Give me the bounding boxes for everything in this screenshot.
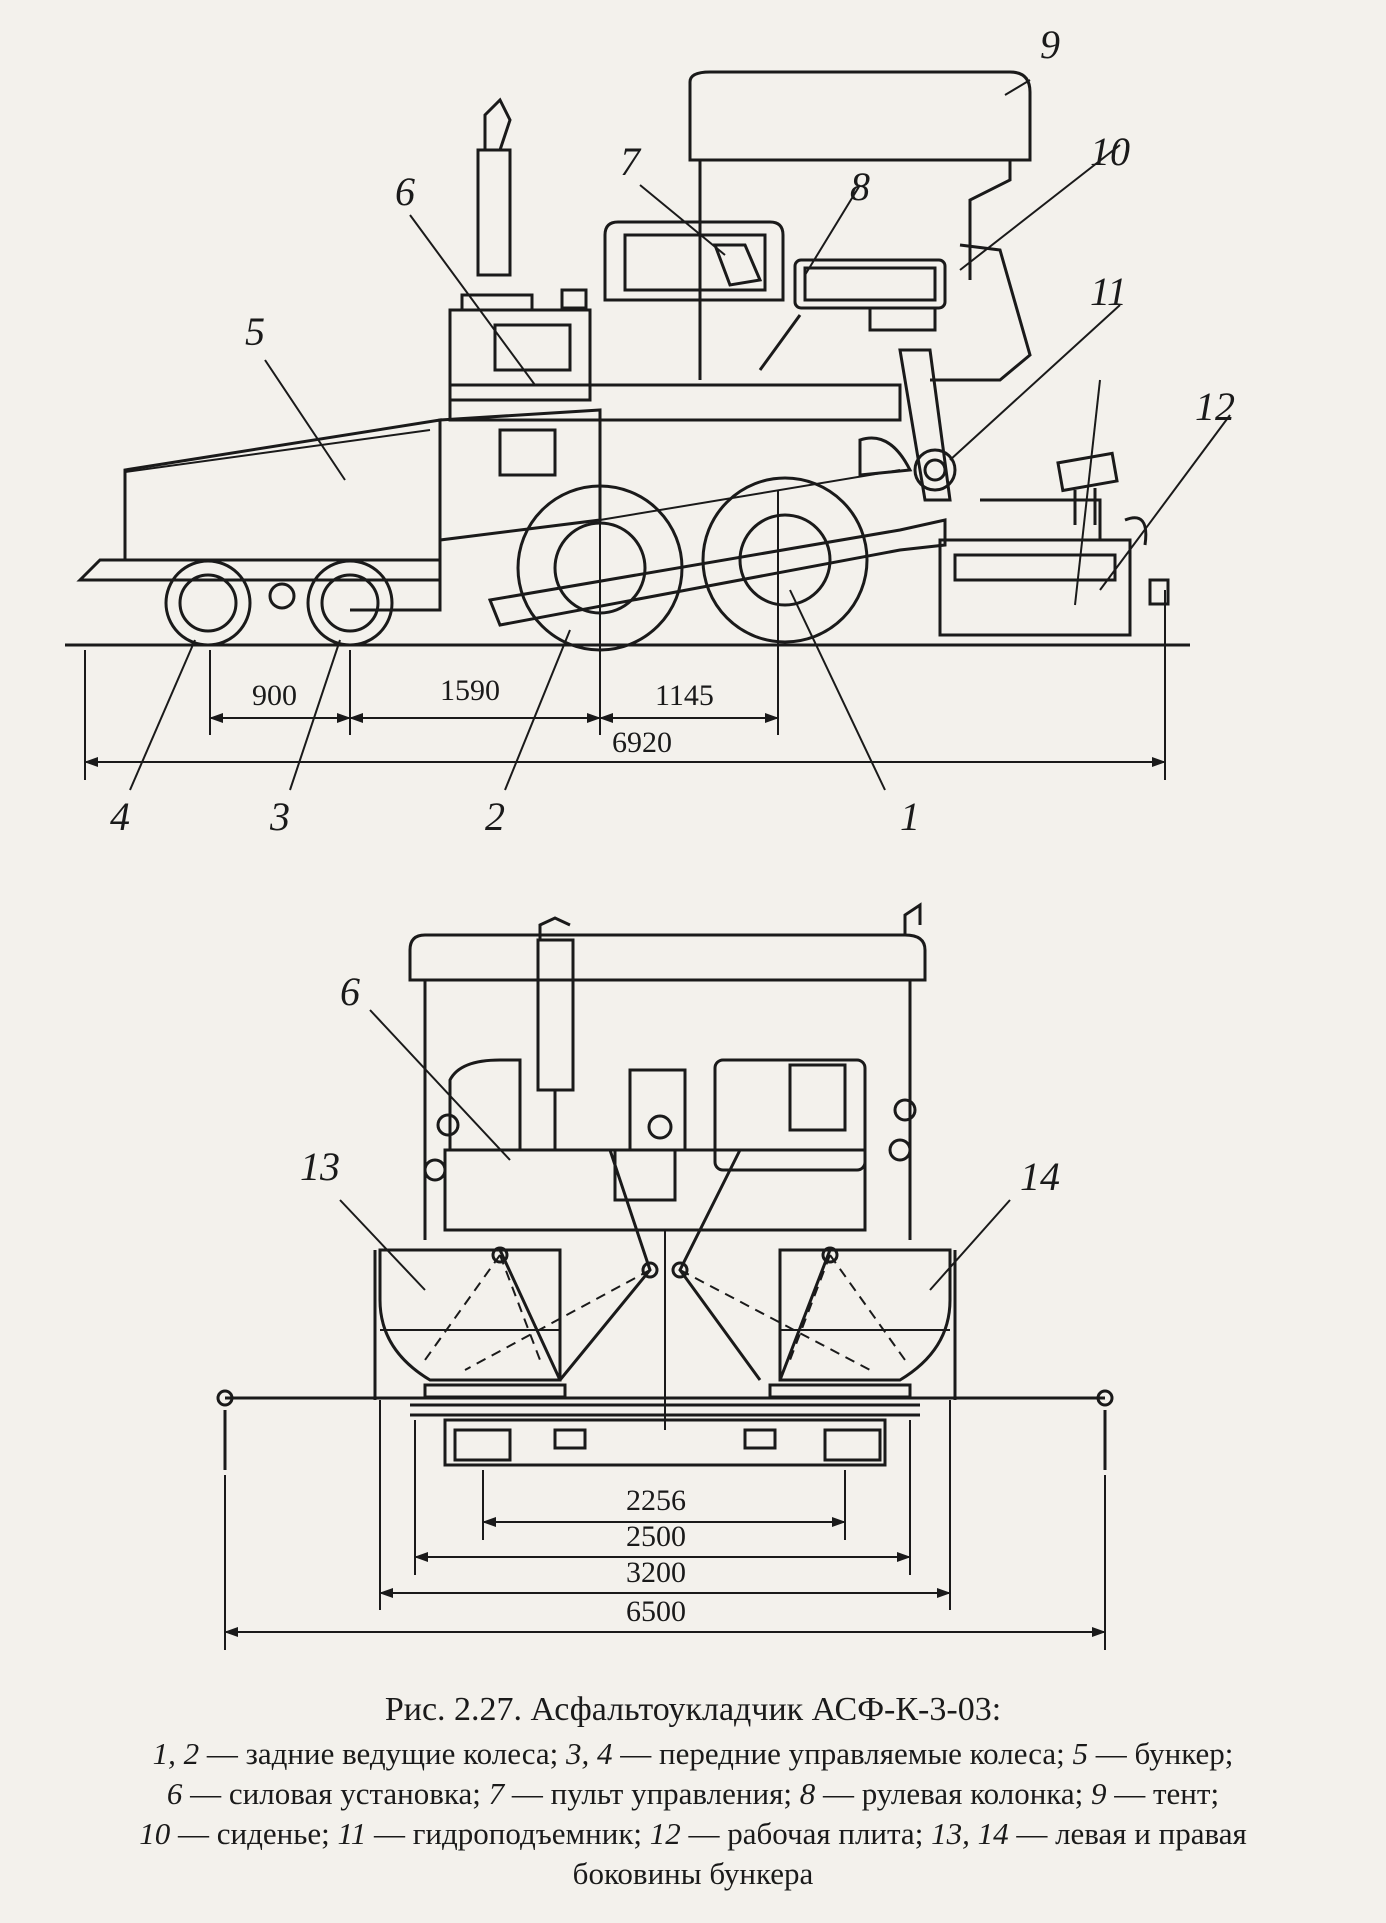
legend-text: — левая и правая xyxy=(1008,1816,1247,1851)
screed-right xyxy=(768,1383,912,1399)
callout-1: 1 xyxy=(900,794,920,839)
hydraulic-lift xyxy=(898,348,952,502)
rear-view xyxy=(216,902,1114,1470)
side-view xyxy=(65,70,1190,652)
callout-2: 2 xyxy=(485,794,505,839)
callout-7: 7 xyxy=(620,139,642,184)
legend-text: — рулевая колонка; xyxy=(815,1776,1091,1811)
callout-4: 4 xyxy=(110,794,130,839)
legend-number: 9 xyxy=(1091,1776,1107,1811)
right-hopper-wing xyxy=(778,1248,952,1382)
callout-rear-6: 6 xyxy=(340,969,360,1014)
dim-1145: 1145 xyxy=(655,679,714,712)
rear-view-leaders xyxy=(339,1009,1011,1291)
dim-1590: 1590 xyxy=(440,674,500,707)
dim-2256: 2256 xyxy=(626,1484,686,1517)
front-wheel-3 xyxy=(306,559,394,647)
rear-view-dimension-labels: 2256 2500 3200 6500 xyxy=(626,1484,686,1628)
legend-text: — тент; xyxy=(1106,1776,1220,1811)
callout-14: 14 xyxy=(1020,1154,1060,1199)
legend-text: — передние управляемые колеса; xyxy=(612,1736,1073,1771)
legend-line: 10 — сиденье; 11 — гидроподъемник; 12 — … xyxy=(0,1814,1386,1854)
left-hopper-wing xyxy=(378,1248,562,1382)
control-panel xyxy=(712,243,763,287)
legend-text: — рабочая плита; xyxy=(680,1816,932,1851)
callout-11: 11 xyxy=(1090,269,1127,314)
legend-number: 13, 14 xyxy=(931,1816,1009,1851)
hopper-body xyxy=(123,418,442,562)
legend-text: — сиденье; xyxy=(170,1816,338,1851)
legend-number: 3, 4 xyxy=(565,1736,613,1771)
legend-number: 12 xyxy=(649,1816,681,1851)
legend-text: — бункер; xyxy=(1088,1736,1234,1771)
dim-6500: 6500 xyxy=(626,1595,686,1628)
legend-text: — силовая установка; xyxy=(182,1776,489,1811)
dim-2500: 2500 xyxy=(626,1520,686,1553)
side-view-dimension-labels: 900 1590 1145 6920 xyxy=(252,674,714,759)
dim-3200: 3200 xyxy=(626,1556,686,1589)
legend-number: 1, 2 xyxy=(152,1736,200,1771)
callout-5: 5 xyxy=(245,309,265,354)
rear-wheel-1 xyxy=(701,476,869,644)
callout-12: 12 xyxy=(1195,384,1235,429)
side-view-dimensions xyxy=(84,490,1166,780)
dim-900: 900 xyxy=(252,679,297,712)
legend-text: — пульт управления; xyxy=(504,1776,800,1811)
legend-text: — гидроподъемник; xyxy=(366,1816,650,1851)
legend-line: 1, 2 — задние ведущие колеса; 3, 4 — пер… xyxy=(0,1734,1386,1774)
callout-6: 6 xyxy=(395,169,415,214)
legend-line: 6 — силовая установка; 7 — пульт управле… xyxy=(0,1774,1386,1814)
rear-exhaust xyxy=(536,938,575,1092)
rear-canopy xyxy=(408,933,927,982)
legend-number: 8 xyxy=(799,1776,816,1811)
steering-column xyxy=(758,314,802,371)
figure-title: Рис. 2.27. Асфальтоукладчик АСФ-К-3-03: xyxy=(384,1691,1002,1728)
callout-3: 3 xyxy=(269,794,290,839)
chassis-beam xyxy=(487,518,947,627)
legend-text: боковины бункера xyxy=(572,1856,814,1891)
callout-8: 8 xyxy=(850,164,870,209)
rear-view-callouts: 6 13 14 xyxy=(300,969,1060,1199)
callout-9: 9 xyxy=(1040,22,1060,67)
dim-6920: 6920 xyxy=(612,726,672,759)
legend-number: 6 xyxy=(166,1776,183,1811)
front-frame xyxy=(76,558,442,582)
exhaust-pipe xyxy=(476,148,512,277)
legend-text: — задние ведущие колеса; xyxy=(199,1736,566,1771)
side-view-callouts: 1 2 3 4 5 6 7 8 9 10 11 12 xyxy=(110,22,1235,839)
rear-view-dimensions xyxy=(224,1400,1106,1650)
legend-number: 11 xyxy=(337,1816,367,1851)
callout-13: 13 xyxy=(300,1144,340,1189)
screed-left xyxy=(423,1383,567,1399)
front-wheel-4 xyxy=(164,559,252,647)
legend-number: 7 xyxy=(488,1776,505,1811)
canopy-tent xyxy=(688,70,1032,162)
legend-number: 10 xyxy=(139,1816,171,1851)
figure-caption: Рис. 2.27. Асфальтоукладчик АСФ-К-3-03: … xyxy=(0,1690,1386,1894)
legend-line: боковины бункера xyxy=(0,1854,1386,1894)
callout-10: 10 xyxy=(1090,129,1130,174)
rear-base-frame xyxy=(443,1418,887,1467)
legend-number: 5 xyxy=(1072,1736,1089,1771)
figure-legend: 1, 2 — задние ведущие колеса; 3, 4 — пер… xyxy=(0,1734,1386,1894)
